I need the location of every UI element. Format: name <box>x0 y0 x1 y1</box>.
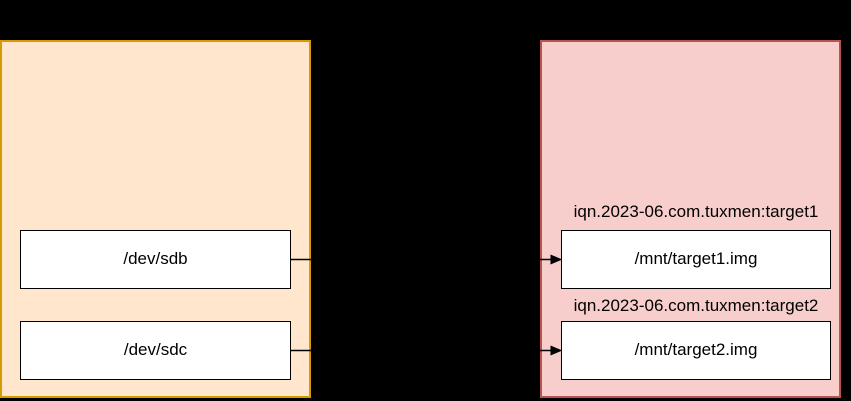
target-node-target1: /mnt/target1.img <box>561 230 831 289</box>
target2-image-label: /mnt/target2.img <box>634 340 758 360</box>
disk-node-sdb: /dev/sdb <box>20 230 291 289</box>
target1-iqn-label: iqn.2023-06.com.tuxmen:target1 <box>573 202 819 221</box>
disk-node-sdc: /dev/sdc <box>20 321 291 380</box>
disk-node-sdc-label: /dev/sdc <box>123 340 188 360</box>
disk-group-container: /dev/sdb /dev/sdc <box>0 40 311 398</box>
target-group-container: iqn.2023-06.com.tuxmen:target1 /mnt/targ… <box>540 40 841 398</box>
target-node-target2: /mnt/target2.img <box>561 321 831 380</box>
target2-iqn-label: iqn.2023-06.com.tuxmen:target2 <box>573 296 819 315</box>
disk-node-sdb-label: /dev/sdb <box>123 249 188 269</box>
target1-image-label: /mnt/target1.img <box>634 249 758 269</box>
